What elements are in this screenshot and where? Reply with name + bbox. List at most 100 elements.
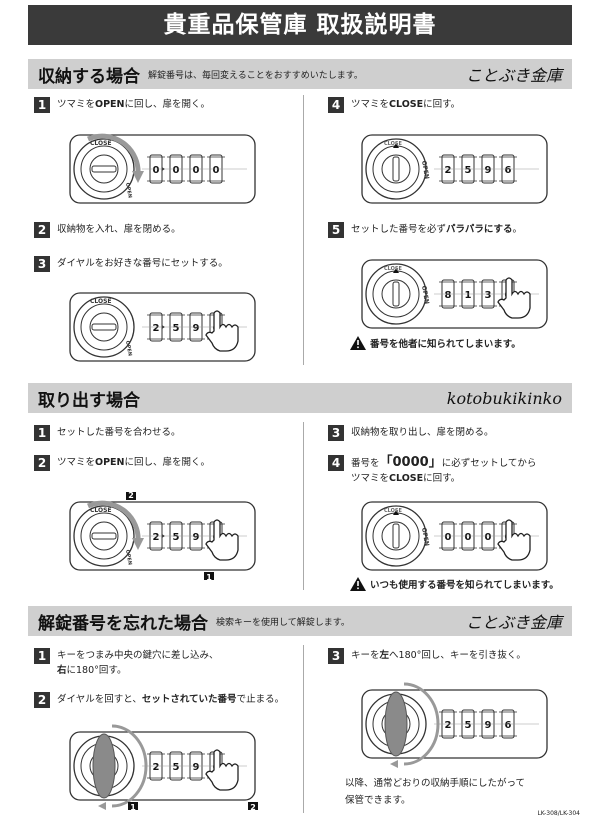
dial-digit: 0 — [153, 165, 160, 176]
key-icon — [384, 691, 408, 757]
store-step-1: 1 ツマミをOPENに回し、扉を開く。 — [34, 97, 210, 113]
svg-text:1: 1 — [206, 573, 212, 580]
svg-text:CLOSE: CLOSE — [90, 298, 112, 305]
forgot-step-3: 3 キーを左へ180°回し、キーを引き抜く。 — [328, 648, 526, 664]
section-retrieve-title: 取り出す場合 — [38, 390, 140, 411]
dial-digit: 0 — [465, 532, 472, 543]
lock-svg: CLOSEOPEN8130 — [361, 259, 548, 329]
dial-digit: 2 — [153, 762, 160, 773]
column-divider — [303, 95, 304, 365]
step-number: 2 — [34, 455, 50, 471]
section-forgot-subtitle: 検索キーを使用して解錠します。 — [216, 617, 350, 628]
store-step-4: 4 ツマミをCLOSEに回す。 — [328, 97, 460, 113]
dial-digit: 0 — [485, 532, 492, 543]
dial-digit: 9 — [193, 762, 200, 773]
key-icon — [92, 733, 116, 799]
section-forgot-title: 解錠番号を忘れた場合 — [38, 613, 208, 634]
store-warning: 番号を他者に知られてしまいます。 — [350, 336, 521, 350]
store-step-2: 2 収納物を入れ、扉を閉める。 — [34, 222, 181, 238]
hand-icon — [205, 749, 239, 791]
dial-digit: 8 — [445, 290, 452, 301]
svg-text:2: 2 — [250, 803, 256, 810]
lock-illustration-store-1: CLOSE OPEN 0 0 0 0 — [60, 125, 265, 217]
svg-text:CLOSE: CLOSE — [90, 140, 112, 147]
column-divider — [303, 422, 304, 590]
svg-text:OPEN: OPEN — [420, 285, 430, 305]
section-store-title: 収納する場合 — [38, 66, 140, 87]
retrieve-step-1: 1 セットした番号を合わせる。 — [34, 425, 181, 441]
dial-digit: 0 — [213, 165, 220, 176]
dial-digit: 2 — [153, 532, 160, 543]
svg-text:OPEN: OPEN — [420, 527, 430, 547]
svg-text:OPEN: OPEN — [124, 549, 133, 565]
svg-text:CLOSE: CLOSE — [384, 141, 403, 147]
svg-text:1: 1 — [130, 803, 136, 810]
dial-digit: 9 — [193, 532, 200, 543]
dial-digit: 5 — [173, 323, 180, 334]
retrieve-warning: いつも使用する番号を知られてしまいます。 — [350, 577, 559, 591]
dial-digit: 2 — [445, 165, 452, 176]
svg-text:OPEN: OPEN — [420, 160, 430, 180]
page-title: 貴重品保管庫 取扱説明書 — [28, 5, 572, 45]
lock-illustration-forgot-2: 259612 — [60, 722, 265, 814]
step-number: 2 — [34, 692, 50, 708]
section-retrieve-header: 取り出す場合 kotobukikinko — [28, 383, 572, 413]
store-step-5: 5 セットした番号を必ずパラパラにする。 — [328, 222, 522, 238]
svg-text:CLOSE: CLOSE — [384, 266, 403, 272]
store-step-3: 3 ダイヤルをお好きな番号にセットする。 — [34, 256, 228, 272]
dial-digit: 0 — [173, 165, 180, 176]
dial-digit: 2 — [445, 720, 452, 731]
hand-icon — [205, 519, 239, 561]
dial-digit: 5 — [173, 532, 180, 543]
svg-text:OPEN: OPEN — [124, 182, 133, 198]
step-number: 3 — [34, 256, 50, 272]
dial-digit: 9 — [193, 323, 200, 334]
warning-icon — [350, 577, 366, 591]
dial-digit: 3 — [485, 290, 492, 301]
forgot-step-1: 1 キーをつまみ中央の鍵穴に差し込み、右に180°回す。 — [34, 648, 219, 678]
step-number: 1 — [34, 425, 50, 441]
svg-text:OPEN: OPEN — [124, 340, 133, 356]
dial-digit: 5 — [465, 720, 472, 731]
dial-digit: 0 — [193, 165, 200, 176]
lock-svg: CLOSE OPEN 0 0 0 0 — [69, 133, 256, 204]
step-number: 3 — [328, 425, 344, 441]
dial-digit: 5 — [173, 762, 180, 773]
forgot-step-2: 2 ダイヤルを回すと、セットされていた番号で止まる。 — [34, 692, 284, 708]
lock-svg: 2 5 9 6 — [361, 682, 548, 768]
column-divider — [303, 645, 304, 813]
step-number: 4 — [328, 97, 344, 113]
hand-icon — [497, 277, 531, 319]
step-number: 1 — [34, 97, 50, 113]
step-number: 2 — [34, 222, 50, 238]
dial-digit: 9 — [485, 720, 492, 731]
brand-jp: ことぶき金庫 — [465, 66, 562, 85]
lock-illustration-forgot-3: 2 5 9 6 — [352, 680, 557, 772]
svg-text:CLOSE: CLOSE — [384, 508, 403, 514]
brand-en: kotobukikinko — [446, 388, 562, 408]
lock-illustration-retrieve-2: CLOSEOPEN259621 — [60, 490, 265, 584]
dial-digit: 6 — [505, 720, 512, 731]
hand-icon — [205, 310, 239, 352]
step-number: 1 — [34, 648, 50, 664]
step-number: 5 — [328, 222, 344, 238]
dial-digit: 9 — [485, 165, 492, 176]
dial-digit: 0 — [445, 532, 452, 543]
warning-icon — [350, 336, 366, 350]
retrieve-step-3: 3 収納物を取り出し、扉を閉める。 — [328, 425, 494, 441]
dial-digit: 5 — [465, 165, 472, 176]
svg-text:2: 2 — [128, 492, 134, 500]
section-store-header: 収納する場合 解錠番号は、毎回変えることをおすすめいたします。 ことぶき金庫 — [28, 59, 572, 89]
lock-svg: 259612 — [69, 724, 258, 812]
hand-icon — [497, 519, 531, 561]
step-number: 4 — [328, 455, 344, 471]
retrieve-step-2: 2 ツマミをOPENに回し、扉を開く。 — [34, 455, 210, 471]
step-number: 3 — [328, 648, 344, 664]
document-code: LK-308/LK-304 — [537, 810, 580, 817]
